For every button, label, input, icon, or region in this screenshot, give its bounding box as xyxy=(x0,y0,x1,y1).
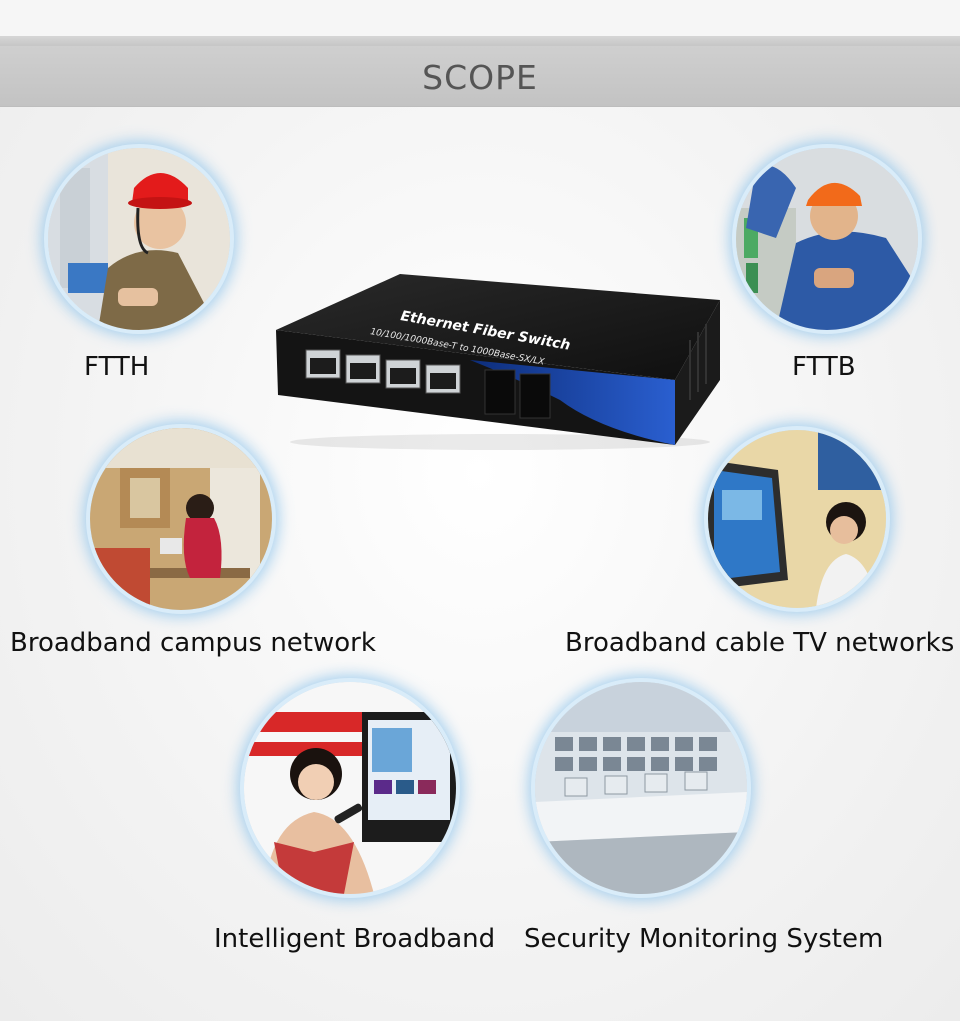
intelligent-broadband-label: Intelligent Broadband xyxy=(214,924,496,954)
fiber-switch-icon: Ethernet Fiber Switch 10/100/1000Base-T … xyxy=(276,274,720,450)
banner-shadow xyxy=(0,36,960,46)
security-monitoring-label: Security Monitoring System xyxy=(524,924,884,954)
banner-title: SCOPE xyxy=(422,58,538,97)
fttb-photo xyxy=(736,148,918,330)
scope-banner xyxy=(0,46,960,107)
campus-network-photo xyxy=(90,428,272,610)
cable-tv-label: Broadband cable TV networks xyxy=(565,628,955,658)
cable-tv-photo xyxy=(708,430,886,608)
ethernet-fiber-switch: Ethernet Fiber Switch 10/100/1000Base-T … xyxy=(270,270,730,450)
woman-smart-tv-photo-icon xyxy=(244,682,456,894)
top-strip xyxy=(0,0,960,36)
intelligent-broadband-photo xyxy=(244,682,456,894)
security-monitoring-photo xyxy=(535,682,747,894)
worker-with-headset-photo-icon xyxy=(48,148,230,330)
fttb-label: FTTB xyxy=(792,352,856,382)
control-room-photo-icon xyxy=(535,682,747,894)
woman-tv-photo-icon xyxy=(708,430,886,608)
ftth-label: FTTH xyxy=(84,352,150,382)
student-room-photo-icon xyxy=(90,428,272,610)
campus-network-label: Broadband campus network xyxy=(10,628,376,658)
technician-photo-icon xyxy=(736,148,918,330)
ftth-photo xyxy=(48,148,230,330)
